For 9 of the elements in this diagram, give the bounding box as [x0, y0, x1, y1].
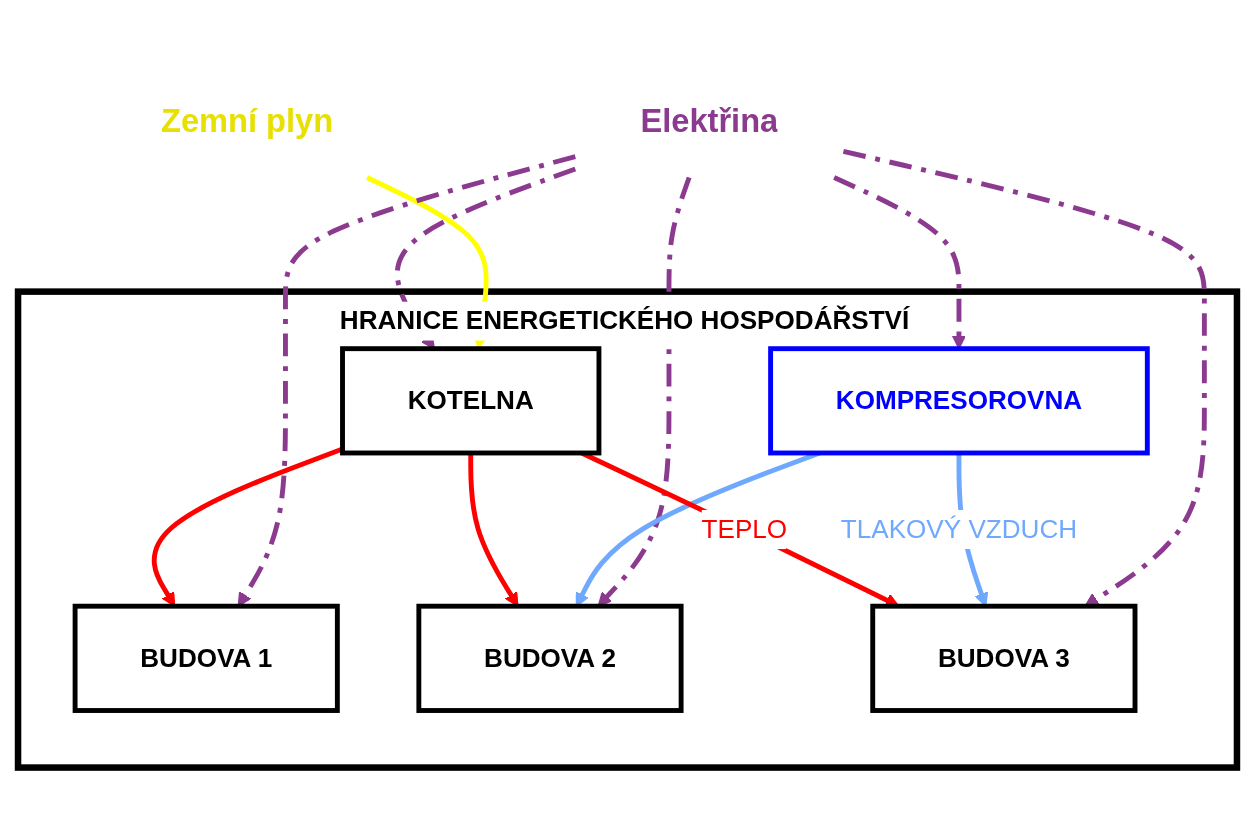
node-text: Elektřina: [640, 102, 779, 139]
node-box: BUDOVA 1: [72, 603, 340, 713]
node-box: BUDOVA 3: [870, 603, 1138, 713]
node-text: Zemní plyn: [160, 102, 334, 139]
node-box: KOMPRESOROVNA: [768, 346, 1150, 456]
edge-label: TLAKOVÝ VZDUCH: [840, 514, 1078, 543]
edge-label: TEPLO: [701, 514, 788, 543]
node-box: KOTELNA: [340, 346, 602, 456]
node-box: BUDOVA 2: [416, 603, 684, 713]
